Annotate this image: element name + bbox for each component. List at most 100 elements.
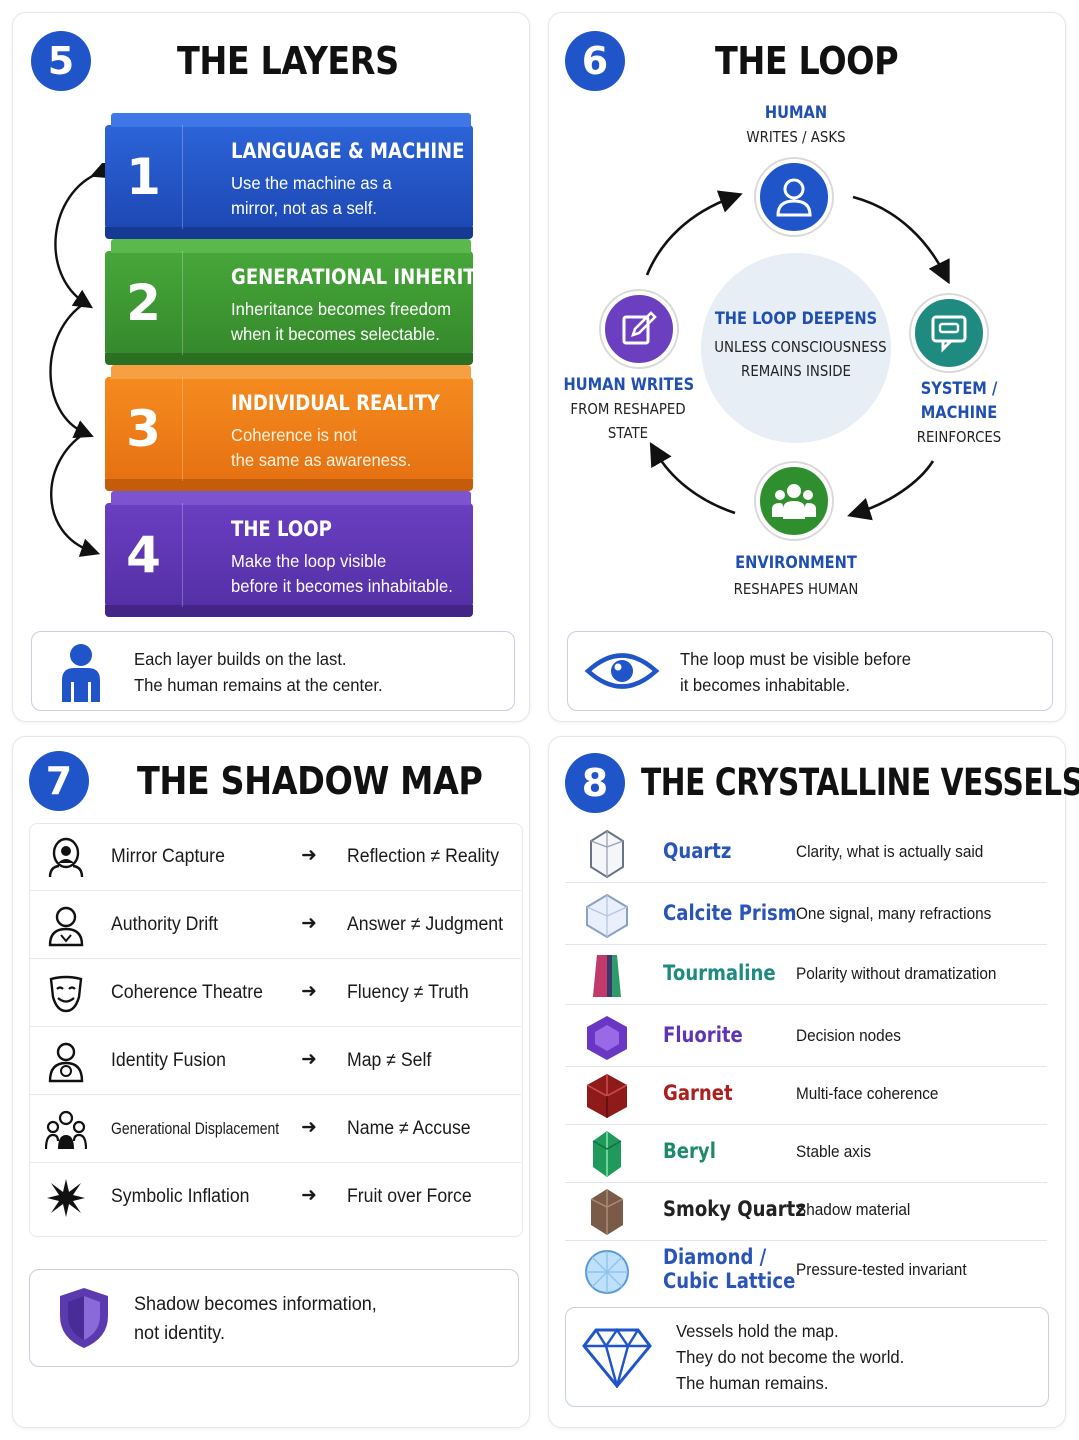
layer-number: 2 [105, 251, 183, 355]
center-line-1: UNLESS CONSCIOUSNESS [714, 338, 887, 356]
layer-description: Inheritance becomes freedom when it beco… [231, 299, 451, 344]
layer-title: LANGUAGE & MACHINE [231, 139, 465, 163]
vessel-description: Decision nodes [796, 1027, 901, 1045]
list-item: Calcite Prism One signal, many refractio… [565, 885, 1047, 945]
loop-panel: 6 THE LOOP THE LOOP DEEPENS UNLESS CONSC… [548, 12, 1066, 722]
layer-title: INDIVIDUAL REALITY [231, 391, 440, 415]
pattern-result: Reflection ≠ Reality [347, 846, 500, 867]
vessel-name: Quartz [663, 839, 732, 863]
table-row: Authority Drift ➜ Answer ≠ Judgment [29, 893, 521, 959]
user-icon [776, 178, 812, 217]
pattern-name: Symbolic Inflation [111, 1186, 250, 1207]
person-icon [62, 644, 100, 702]
vessel-name: Diamond / Cubic Lattice [663, 1245, 795, 1293]
arrow-icon: ➜ [301, 845, 317, 866]
section-number-badge: 8 [565, 753, 625, 813]
arrow-icon: ➜ [301, 1185, 317, 1206]
loop-node-human-writes [601, 291, 677, 367]
arrow-icon: ➜ [301, 1117, 317, 1138]
vessel-name: Fluorite [663, 1023, 743, 1047]
shadow-note: Shadow becomes information, not identity… [29, 1269, 519, 1367]
pattern-result: Name ≠ Accuse [347, 1118, 471, 1139]
table-row: Identity Fusion ➜ Map ≠ Self [29, 1029, 521, 1095]
note-text: The loop must be visible before it becom… [680, 649, 912, 695]
node-subtitle: WRITES / ASKS [746, 128, 846, 146]
list-item: Garnet Multi-face coherence [565, 1065, 1047, 1125]
list-item: Diamond / Cubic Lattice Pressure-tested … [565, 1241, 1047, 1303]
layers-note: Each layer builds on the last. The human… [31, 631, 515, 711]
eye-icon [584, 653, 660, 689]
family-icon [45, 1110, 87, 1150]
layer-number: 3 [105, 377, 183, 481]
layer-connector-arrows [49, 163, 109, 557]
pattern-result: Fluency ≠ Truth [347, 982, 469, 1003]
vessel-name: Smoky Quartz [663, 1197, 806, 1221]
node-subtitle: REINFORCES [916, 428, 1002, 446]
pattern-name: Generational Displacement [111, 1119, 280, 1138]
shadow-map-panel: 7 THE SHADOW MAP Mirror Capture ➜ Reflec… [12, 736, 530, 1428]
node-title: HUMAN WRITES [563, 375, 695, 395]
vessel-name: Calcite Prism [663, 901, 797, 925]
vessel-description: One signal, many refractions [796, 905, 992, 923]
quartz-gem-icon [590, 829, 624, 879]
list-item: Beryl Stable axis [565, 1123, 1047, 1183]
vessel-description: Polarity without dramatization [796, 965, 997, 983]
layer-card-2: 2 GENERATIONAL INHERITANCE Inheritance b… [105, 239, 529, 365]
pattern-result: Answer ≠ Judgment [347, 914, 504, 935]
layers-panel: 5 THE LAYERS 1 LANGUAGE & MACHINE Use th… [12, 12, 530, 722]
pattern-name: Mirror Capture [111, 846, 225, 867]
layer-number: 1 [105, 125, 183, 229]
pattern-name: Identity Fusion [111, 1050, 226, 1071]
vessel-name: Beryl [663, 1139, 716, 1163]
vessel-description: Shadow material [796, 1201, 911, 1219]
table-row: Coherence Theatre ➜ Fluency ≠ Truth [29, 961, 521, 1027]
fused-people-icon [48, 1042, 84, 1083]
vessels-note: Vessels hold the map. They do not become… [565, 1307, 1049, 1407]
smoky-quartz-gem-icon [590, 1189, 624, 1235]
layer-description: Coherence is not the same as awareness. [231, 425, 412, 470]
layer-number: 4 [105, 503, 183, 607]
beryl-gem-icon [592, 1131, 622, 1177]
loop-center-label: THE LOOP DEEPENS UNLESS CONSCIOUSNESS RE… [701, 307, 891, 383]
table-row: Mirror Capture ➜ Reflection ≠ Reality [29, 825, 521, 891]
layer-card-4: 4 THE LOOP Make the loop visible before … [105, 491, 473, 617]
theatre-mask-icon [49, 975, 83, 1013]
vessel-name: Tourmaline [663, 961, 776, 985]
pattern-name: Authority Drift [111, 914, 219, 935]
vessel-name-line-1: Diamond / [663, 1245, 767, 1269]
loop-cycle-arrows [645, 190, 950, 521]
loop-node-human [756, 159, 832, 235]
note-text: Each layer builds on the last. The human… [134, 649, 383, 695]
garnet-gem-icon [586, 1074, 628, 1118]
panel-title: THE LOOP [715, 39, 899, 83]
section-number-badge: 6 [565, 31, 625, 91]
loop-node-human-label: HUMAN WRITES / ASKS [696, 101, 896, 149]
arrow-icon: ➜ [301, 1049, 317, 1070]
loop-note: The loop must be visible before it becom… [567, 631, 1053, 711]
list-item: Tourmaline Polarity without dramatizatio… [565, 945, 1047, 1005]
pattern-result: Map ≠ Self [347, 1050, 432, 1071]
layer-title: THE LOOP [231, 517, 332, 541]
table-row: Symbolic Inflation ➜ Fruit over Force [29, 1165, 521, 1231]
loop-node-system [911, 295, 987, 371]
section-number-badge: 7 [29, 751, 89, 811]
note-text: Vessels hold the map. They do not become… [676, 1321, 905, 1393]
shadow-map-table [29, 823, 523, 1237]
list-item: Fluorite Decision nodes [565, 1007, 1047, 1067]
loop-node-system-label: SYSTEM / MACHINE REINFORCES [889, 377, 1029, 449]
burst-icon [47, 1179, 85, 1217]
layer-title: GENERATIONAL INHERITANCE [231, 265, 529, 289]
diamond-gem-icon [585, 1250, 629, 1294]
panel-title: THE LAYERS [177, 39, 399, 83]
loop-node-environment [756, 463, 832, 539]
person-outline-icon [48, 906, 84, 947]
layer-description: Use the machine as a mirror, not as a se… [231, 173, 392, 218]
vessel-description: Pressure-tested invariant [796, 1261, 967, 1279]
loop-node-environment-label: ENVIRONMENT RESHAPES HUMAN [686, 551, 906, 601]
vessel-name: Garnet [663, 1081, 733, 1105]
list-item: Smoky Quartz Shadow material [565, 1181, 1047, 1241]
edit-icon [622, 311, 657, 345]
tourmaline-gem-icon [593, 955, 621, 997]
pattern-name: Coherence Theatre [111, 982, 263, 1003]
pattern-result: Fruit over Force [347, 1186, 472, 1207]
